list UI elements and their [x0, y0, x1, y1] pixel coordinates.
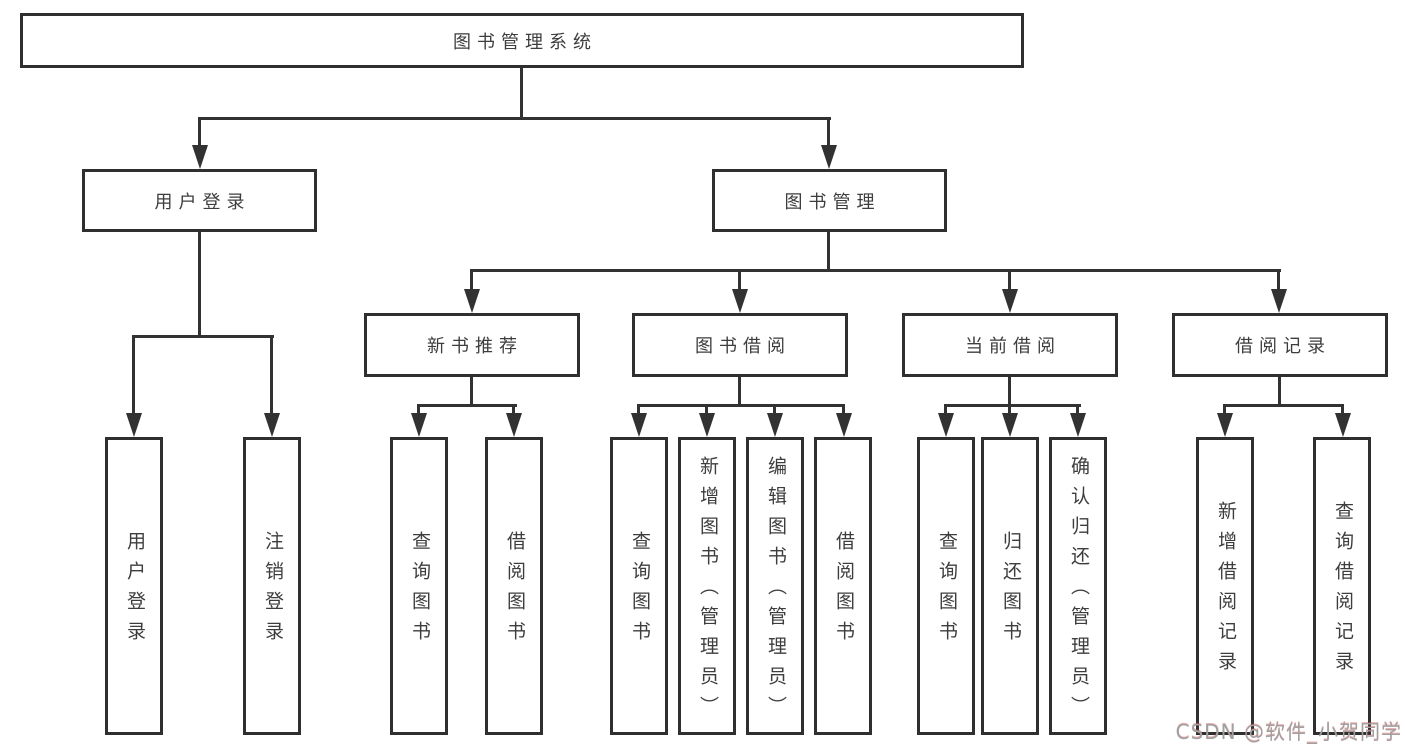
arrowhead: [732, 289, 748, 313]
arrowhead: [821, 145, 837, 169]
connector-stem: [1008, 269, 1011, 295]
node-new-book-recommendation: 新书推荐: [364, 313, 580, 377]
node-borrowing-records: 借阅记录: [1172, 313, 1388, 377]
connector-branch-current: [944, 404, 1081, 407]
watermark: CSDN @软件_小贺同学: [1175, 720, 1402, 744]
connector-stem: [1277, 269, 1280, 295]
leaf-query-borrow-record: 查询借阅记录: [1313, 437, 1371, 735]
connector-stem: [512, 404, 515, 420]
leaf-return-books: 归还图书: [981, 437, 1039, 735]
connector-stem: [1076, 404, 1079, 420]
arrowhead: [264, 413, 280, 437]
connector-stem: [132, 335, 135, 420]
leaf-add-borrow-record: 新增借阅记录: [1196, 437, 1254, 735]
arrowhead: [767, 413, 783, 437]
leaf-borrow-books: 借阅图书: [814, 437, 872, 735]
connector-stem: [417, 404, 420, 420]
connector-stem: [1223, 404, 1226, 420]
arrowhead: [506, 413, 522, 437]
leaf-user-login: 用户登录: [105, 437, 163, 735]
connector-stub: [738, 377, 741, 407]
connector-stem: [270, 335, 273, 420]
leaf-edit-book-admin: 编辑图书（管理员）: [746, 437, 804, 735]
arrowhead: [1002, 413, 1018, 437]
leaf-borrow-books-recommend: 借阅图书: [485, 437, 543, 735]
connector-stem: [1008, 404, 1011, 420]
leaf-query-books-borrow: 查询图书: [610, 437, 668, 735]
arrowhead: [192, 145, 208, 169]
connector-stem: [842, 404, 845, 420]
connector-stem: [198, 117, 201, 151]
node-current-borrowing: 当前借阅: [902, 313, 1118, 377]
arrowhead: [631, 413, 647, 437]
connector-stub: [198, 232, 201, 337]
connector-stem: [470, 269, 473, 295]
connector-branch-records: [1223, 404, 1344, 407]
connector-stub: [470, 377, 473, 407]
connector-stub: [1008, 377, 1011, 407]
arrowhead: [1271, 289, 1287, 313]
connector-branch-level2: [198, 117, 831, 120]
leaf-add-book-admin: 新增图书（管理员）: [678, 437, 736, 735]
leaf-logout: 注销登录: [243, 437, 301, 735]
connector-stem: [637, 404, 640, 420]
arrowhead: [699, 413, 715, 437]
connector-branch-level3: [470, 269, 1281, 272]
connector-branch-user-login: [132, 335, 274, 338]
connector-stub: [1278, 377, 1281, 407]
arrowhead: [126, 413, 142, 437]
connector-stem: [738, 269, 741, 295]
leaf-confirm-return-admin: 确认归还（管理员）: [1049, 437, 1107, 735]
node-user-login: 用户登录: [82, 169, 317, 232]
arrowhead: [1217, 413, 1233, 437]
node-book-management: 图书管理: [712, 169, 947, 232]
connector-stem: [773, 404, 776, 420]
arrowhead: [938, 413, 954, 437]
connector-trunk: [520, 68, 523, 120]
connector-stem: [827, 117, 830, 151]
connector-stem: [1341, 404, 1344, 420]
leaf-query-books-recommend: 查询图书: [390, 437, 448, 735]
arrowhead: [464, 289, 480, 313]
connector-branch-borrowing: [637, 404, 845, 407]
connector-stem: [705, 404, 708, 420]
arrowhead: [1070, 413, 1086, 437]
node-library-system: 图书管理系统: [20, 13, 1024, 68]
node-book-borrowing: 图书借阅: [632, 313, 848, 377]
arrowhead: [1002, 289, 1018, 313]
leaf-query-books-current: 查询图书: [917, 437, 975, 735]
arrowhead: [1335, 413, 1351, 437]
connector-stem: [944, 404, 947, 420]
connector-stub: [827, 232, 830, 272]
arrowhead: [411, 413, 427, 437]
connector-branch-recommend: [417, 404, 517, 407]
arrowhead: [836, 413, 852, 437]
